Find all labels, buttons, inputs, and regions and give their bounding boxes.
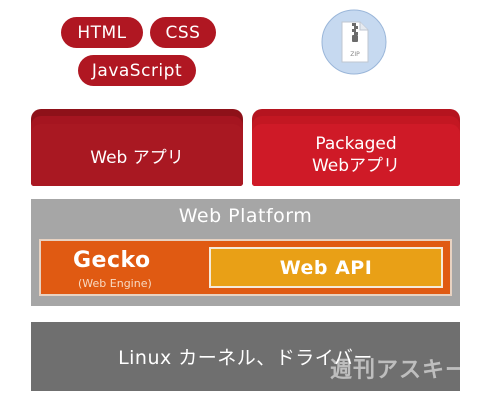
packaged-label-line2: Webアプリ [311,156,401,176]
web-platform-box: Web Platform Gecko (Web Engine) Web API [31,199,460,306]
linux-kernel-label: Linux カーネル、ドライバー [118,347,373,369]
zip-file-icon: ZIP [321,9,387,75]
web-app-label: Web アプリ [90,147,184,168]
web-platform-title: Web Platform [178,205,313,227]
linux-kernel-box: Linux カーネル、ドライバー [31,322,460,391]
gecko-subtitle: (Web Engine) [78,277,152,290]
html-pill: HTML [61,17,143,48]
web-api-box: Web API [209,247,443,288]
css-pill: CSS [150,17,216,48]
packaged-label-line1: Packaged [315,134,397,154]
gecko-box: Gecko (Web Engine) Web API [39,239,452,296]
javascript-pill: JavaScript [78,55,196,86]
web-app-card: Web アプリ [31,124,243,186]
packaged-web-app-card: Packaged Webアプリ [252,124,460,186]
web-api-label: Web API [279,256,373,279]
gecko-label: Gecko [73,248,151,273]
zip-icon-label: ZIP [350,51,360,58]
watermark-logo: 週刊アスキー [330,358,469,383]
